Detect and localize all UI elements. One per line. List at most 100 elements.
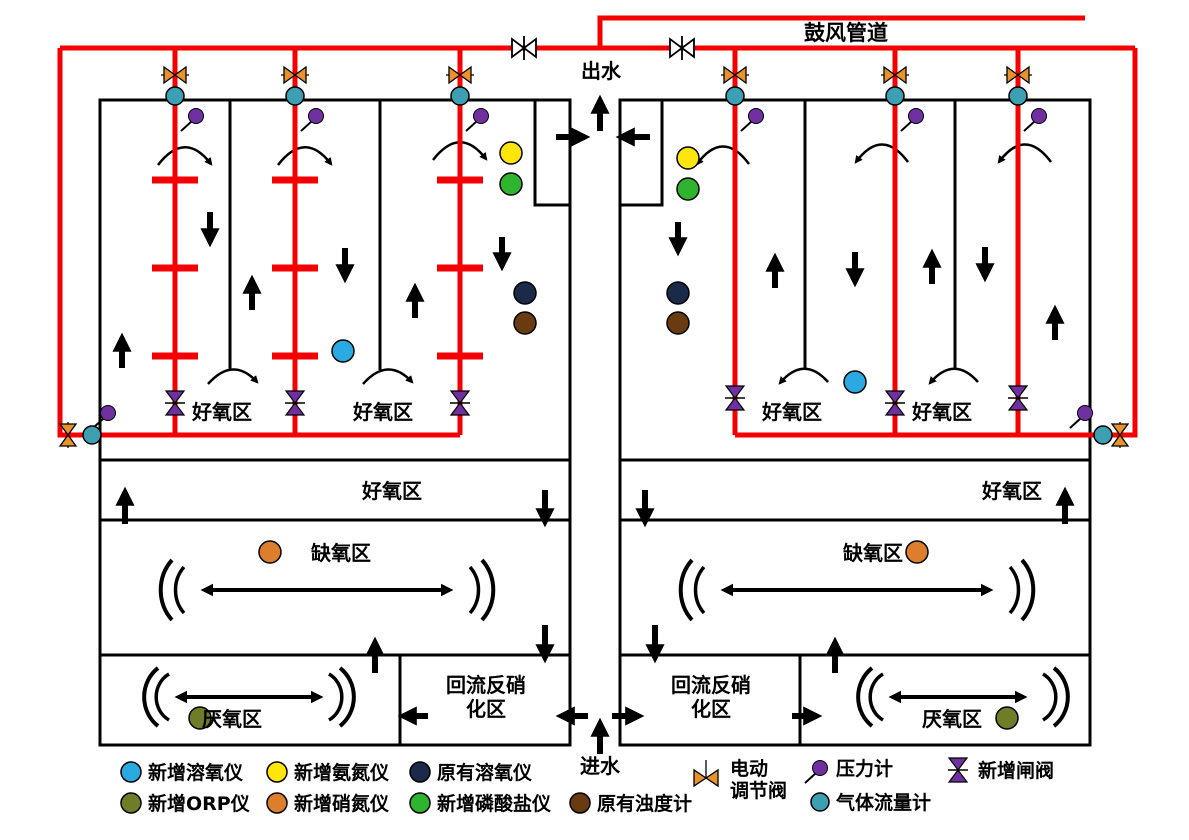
mixer-arc [1008, 565, 1021, 615]
legend-new-ammonia-label: 新增氨氮仪 [294, 761, 390, 784]
valve-body [723, 65, 737, 85]
gas-flow-meters [82, 86, 1113, 812]
gauge-dial [1077, 405, 1093, 421]
circulation-arrow [778, 367, 829, 385]
legend-new-gate-valve-label: 新增闸阀 [978, 759, 1054, 782]
legend-new-do-swatch [120, 761, 142, 783]
aerobic-zone-label: 好氧区 [191, 400, 252, 424]
mixer-arc [1052, 666, 1070, 728]
valve-body [458, 65, 472, 85]
air-left-drop-pipe [57, 48, 460, 438]
air-right-drop-pipe [735, 48, 1138, 438]
right-tank-outline [618, 98, 1092, 747]
pressure-gauges [92, 108, 1093, 784]
valve-body [164, 402, 186, 416]
gauge-dial [1031, 108, 1047, 124]
aerobic-zone-label: 好氧区 [981, 479, 1042, 503]
mixer-arc [173, 565, 186, 615]
mixer-right-anaerobic [856, 666, 1070, 728]
valve-body [1007, 397, 1029, 411]
valve-body [704, 768, 719, 788]
existing-do-meter [513, 281, 537, 305]
legend-new-phosphate-swatch [409, 792, 431, 814]
mixer-arc [693, 565, 706, 615]
legend-new-nitrate-label: 新增硝氮仪 [294, 792, 390, 815]
legend-existing-turbidity-swatch [569, 792, 591, 814]
gas-flow-meter [82, 425, 102, 445]
circulation-arrow [157, 146, 213, 166]
valve-body [58, 433, 78, 447]
mixer-arc [468, 565, 481, 615]
electric-control-valve [721, 65, 749, 85]
valve-body [58, 423, 78, 437]
legend-new-orp-swatch [120, 792, 142, 814]
manual-valves [511, 36, 695, 60]
circulation-arrow [997, 143, 1053, 164]
mixer-arc [856, 666, 874, 728]
electric-control-valve [161, 65, 189, 85]
legend-new-phosphate-label: 新增磷酸盐仪 [437, 792, 552, 815]
electric-control-valve-legend-symbol [693, 760, 719, 788]
gauge-stem [300, 120, 313, 132]
existing-turbidity-meter [513, 311, 537, 335]
legend-existing-do-label: 原有溶氧仪 [437, 761, 533, 784]
new-ammonia-meter [499, 141, 523, 165]
electric-control-valve [58, 422, 78, 448]
valve-body [669, 37, 684, 59]
sensors [188, 141, 1019, 730]
valve-body [449, 390, 471, 404]
valve-body [173, 65, 187, 85]
mixer-arc [480, 558, 496, 622]
valve-body [884, 390, 906, 404]
return-denit-label-line2: 化区 [691, 697, 731, 721]
valve-body [448, 65, 462, 85]
anoxic-zone-label: 缺氧区 [311, 541, 371, 565]
pressure-gauge [1069, 405, 1093, 429]
gauge-dial [908, 108, 924, 124]
valve-body [1016, 65, 1030, 85]
valve-body [293, 65, 307, 85]
circulation-arrow [854, 143, 910, 164]
blower-main-pipe [597, 15, 1085, 48]
existing-turbidity-meter [666, 311, 690, 335]
circulation-arrows [157, 141, 1053, 385]
gas-flow-meter [1093, 425, 1113, 445]
new-do-meter [843, 370, 867, 394]
mixer-arc [1042, 672, 1058, 722]
pressure-gauge [900, 108, 924, 132]
blower-pipe-label: 鼓风管道 [804, 21, 888, 45]
mixer-arc [142, 666, 160, 728]
valve-body [283, 65, 297, 85]
electric-control-valves [58, 65, 1130, 788]
pressure-gauge [180, 108, 204, 132]
gauge-stem [1069, 417, 1082, 429]
valve-body [284, 402, 306, 416]
valve-body [1006, 65, 1020, 85]
valve-body [1110, 433, 1130, 447]
valve-body [883, 65, 897, 85]
legend-electric-valve-label-line2: 调节阀 [730, 779, 787, 802]
legend-new-nitrate-swatch [266, 792, 288, 814]
gauge-stem [465, 120, 478, 132]
valve-body [1110, 423, 1130, 437]
pressure-gauge [92, 405, 116, 429]
gate-valve [884, 390, 906, 416]
gate-valves [164, 385, 1029, 783]
pressure-gauge [740, 108, 764, 132]
gauge-dial [100, 405, 116, 421]
anoxic-zone-label: 缺氧区 [843, 541, 903, 565]
inlet-label: 进水 [580, 754, 621, 778]
return-denit-label-line1: 回流反硝 [671, 673, 751, 697]
anaerobic-zone-label: 厌氧区 [202, 707, 262, 731]
circulation-arrow [695, 145, 751, 166]
electric-control-valve [1004, 65, 1032, 85]
valve-body [947, 757, 969, 771]
pressure-gauge [1023, 108, 1047, 132]
pressure-gauge [300, 108, 324, 132]
legend-electric-valve-label-line1: 电动 [730, 757, 768, 780]
mixer-arc [338, 666, 356, 728]
aerobic-zone-label: 好氧区 [361, 479, 422, 503]
valve-body [693, 768, 708, 788]
new-nitrate-meter [905, 540, 929, 564]
